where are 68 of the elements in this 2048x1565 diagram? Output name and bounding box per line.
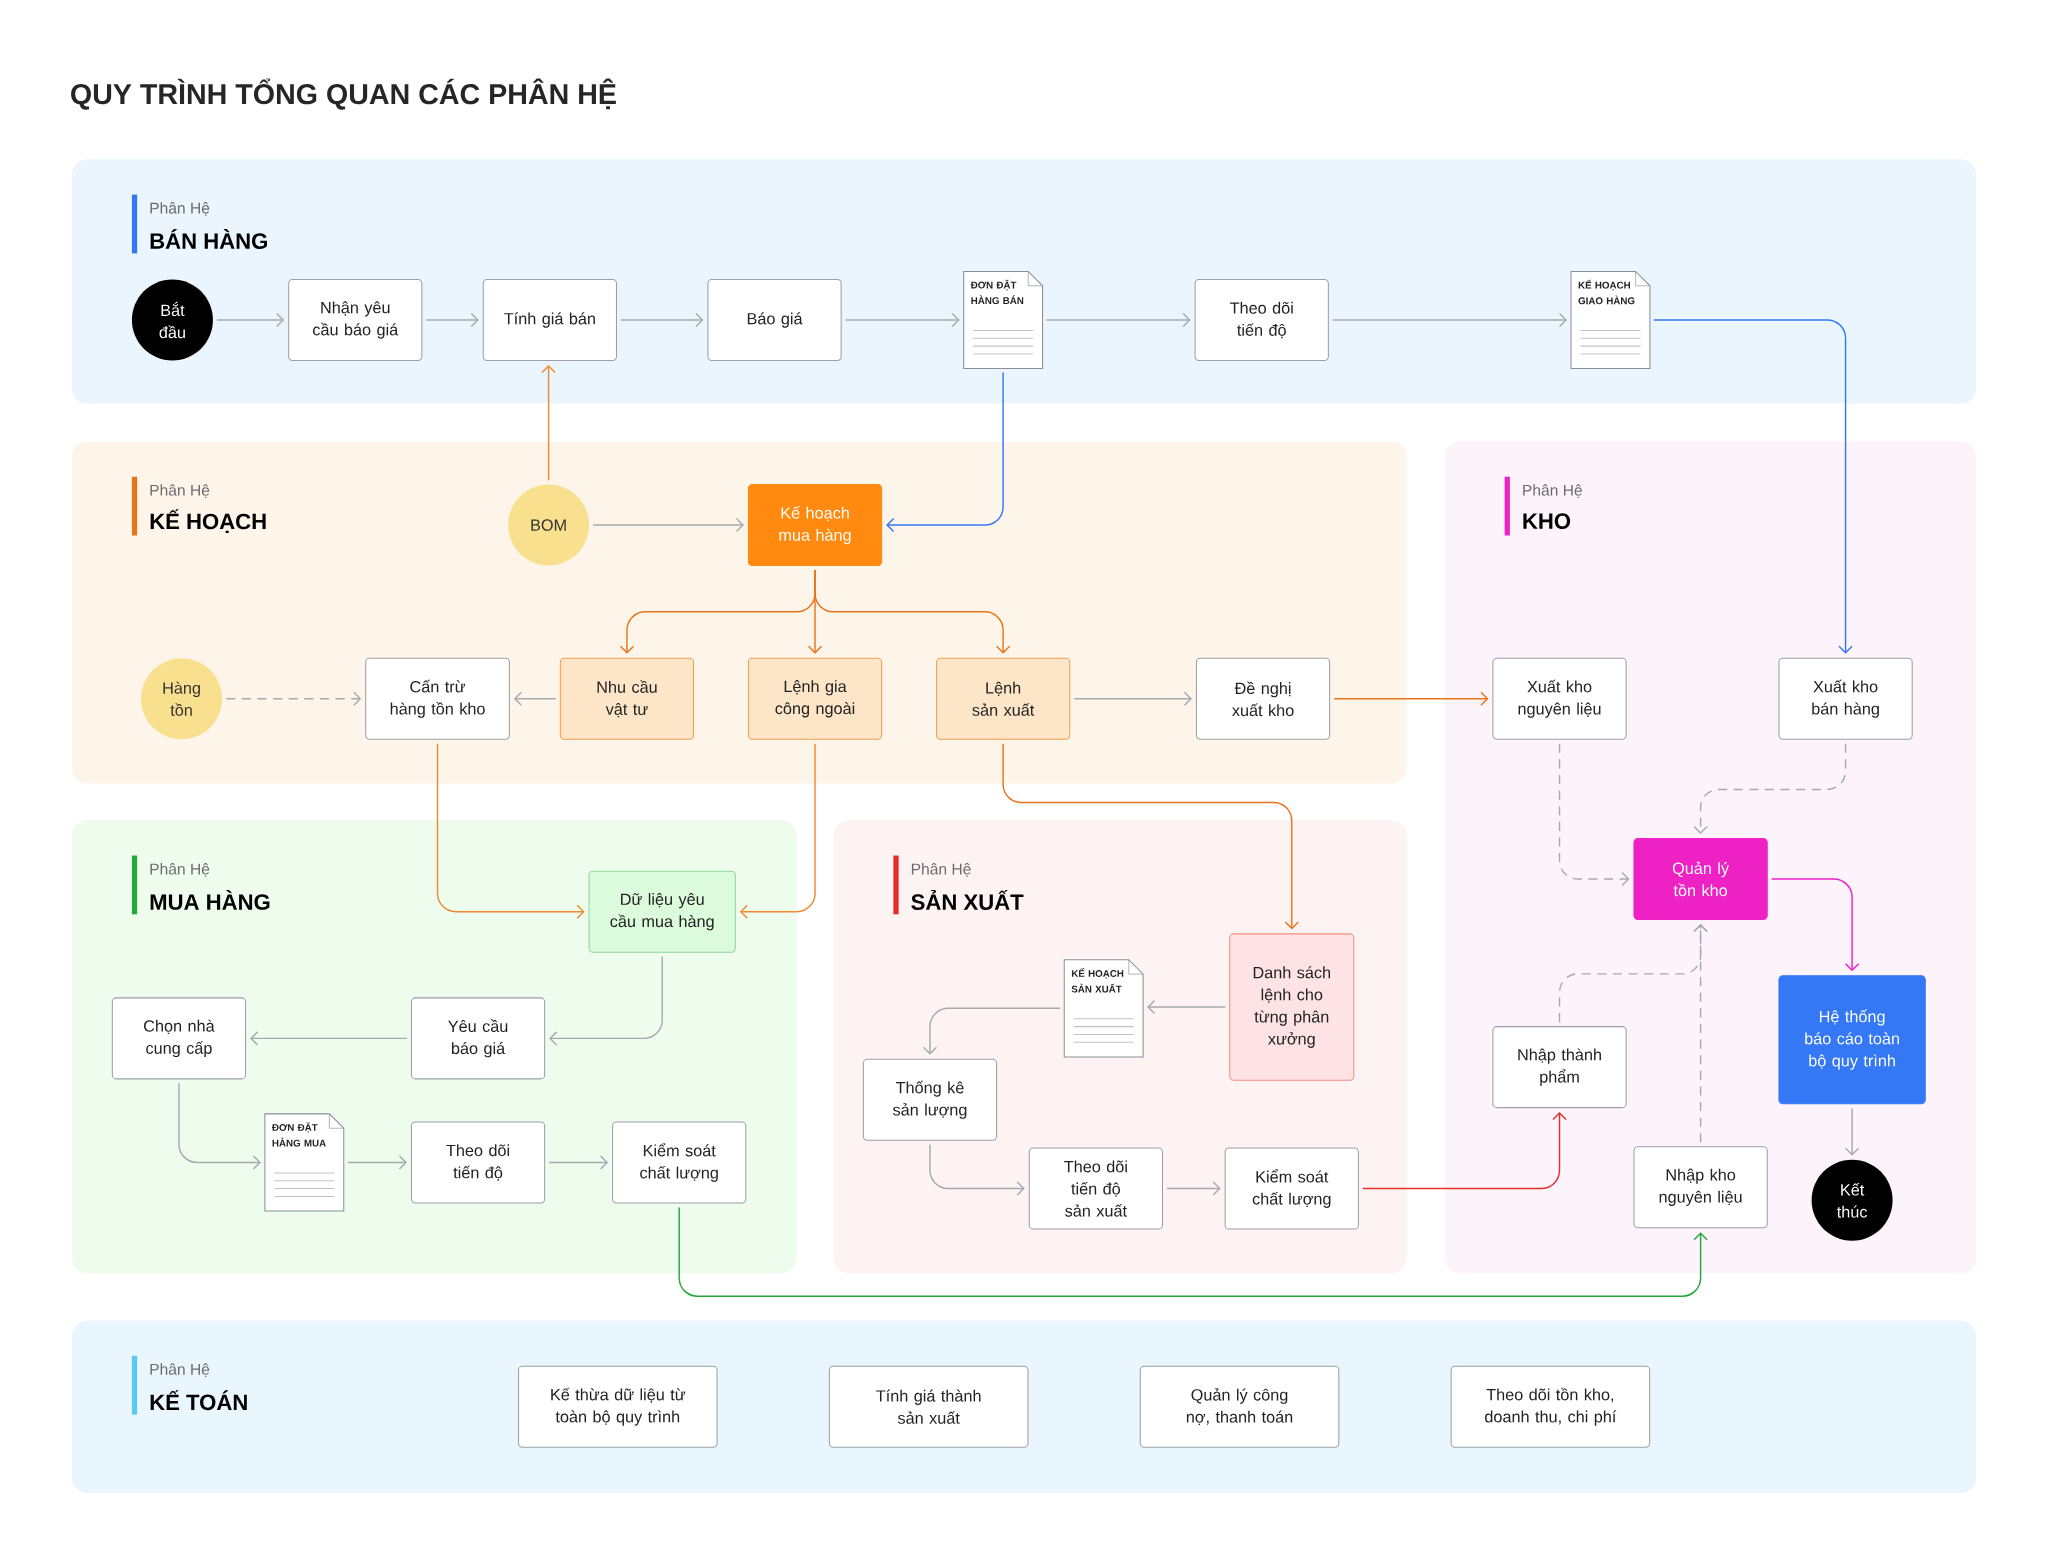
arrow [922, 1007, 1062, 1055]
arrow [1073, 691, 1192, 707]
arrow [1770, 878, 1860, 972]
process-box: Nhu cầu vật tư [559, 657, 695, 740]
arrow [216, 312, 285, 328]
process-box: Kế thừa dữ liệu từ toàn bộ quy trình [518, 1365, 718, 1448]
arrow [513, 691, 557, 707]
arrow [541, 365, 556, 482]
process-box: Lệnh sản xuất [936, 657, 1071, 740]
arrow [548, 1155, 609, 1170]
process-box: Nhập thành phẩm [1492, 1026, 1627, 1109]
dashed-arrow [1693, 743, 1847, 835]
arrow [1333, 691, 1489, 707]
page-title: QUY TRÌNH TỔNG QUAN CÁC PHÂN HỆ [71, 78, 616, 110]
process-box: Quản lý tồn kho [1633, 838, 1768, 921]
process-box: Đề nghị xuất kho [1195, 657, 1331, 740]
process-box: Hệ thống báo cáo toàn bộ quy trình [1778, 975, 1926, 1105]
process-box: Theo dõi tồn kho, doanh thu, chi phí [1450, 1365, 1651, 1448]
arrow [178, 1082, 261, 1170]
process-box: Lệnh gia công ngoài [747, 657, 883, 740]
arrow [1332, 312, 1568, 328]
process-box: Theo dõi tiến độ sản xuất [1028, 1147, 1163, 1230]
arrow [739, 743, 816, 920]
dashed-arrow [225, 691, 362, 707]
process-box: Tính giá thành sản xuất [828, 1365, 1029, 1448]
arrow [1844, 1107, 1860, 1156]
arrow [886, 371, 1004, 533]
process-box: Thống kê sản lượng [862, 1058, 998, 1141]
process-box: Danh sách lệnh cho từng phân xưởng [1229, 933, 1355, 1081]
process-box: Nhập kho nguyên liệu [1633, 1146, 1768, 1229]
arrow [1002, 743, 1299, 930]
circle-node: Hàng tồn [141, 658, 223, 740]
process-box: Kế hoạch mua hàng [747, 484, 883, 567]
arrow [814, 569, 1011, 654]
process-box: Xuất kho nguyên liệu [1492, 657, 1627, 740]
process-box: Chọn nhà cung cấp [111, 997, 247, 1080]
arrow [425, 312, 479, 328]
process-box: Báo giá [707, 279, 842, 362]
arrow [1147, 999, 1226, 1015]
arrow [549, 956, 663, 1046]
process-box: Cấn trừ hàng tồn kho [365, 657, 510, 740]
circle-node: Kết thúc [1811, 1160, 1893, 1241]
arrow [347, 1155, 407, 1170]
arrow [1045, 312, 1191, 328]
arrow [678, 1206, 1708, 1298]
arrow [592, 517, 744, 533]
process-box: Theo dõi tiến độ [410, 1121, 546, 1204]
dashed-arrow [1558, 743, 1630, 887]
arrow [620, 312, 704, 328]
process-box: Tính giá bán [482, 279, 617, 362]
arrow [1653, 319, 1853, 654]
circle-node: Bắt đầu [131, 279, 213, 361]
arrow [929, 1144, 1025, 1196]
process-box: Dữ liệu yêu cầu mua hàng [588, 870, 736, 953]
arrow [1166, 1181, 1221, 1196]
arrow [1362, 1112, 1567, 1190]
process-box: Kiểm soát chất lượng [1224, 1147, 1359, 1230]
process-box: Theo dõi tiến độ [1194, 279, 1329, 362]
process-box: Xuất kho bán hàng [1778, 657, 1913, 740]
arrow [250, 1031, 408, 1046]
arrow [844, 312, 960, 328]
process-box: Kiểm soát chất lượng [612, 1121, 747, 1204]
process-box: Yêu cầu báo giá [410, 997, 546, 1080]
arrow [436, 743, 585, 920]
dashed-arrow [1693, 924, 1708, 1144]
circle-node: BOM [508, 484, 590, 566]
process-box: Nhận yêu cầu báo giá [288, 279, 423, 362]
process-box: Quản lý công nợ, thanh toán [1139, 1365, 1340, 1448]
